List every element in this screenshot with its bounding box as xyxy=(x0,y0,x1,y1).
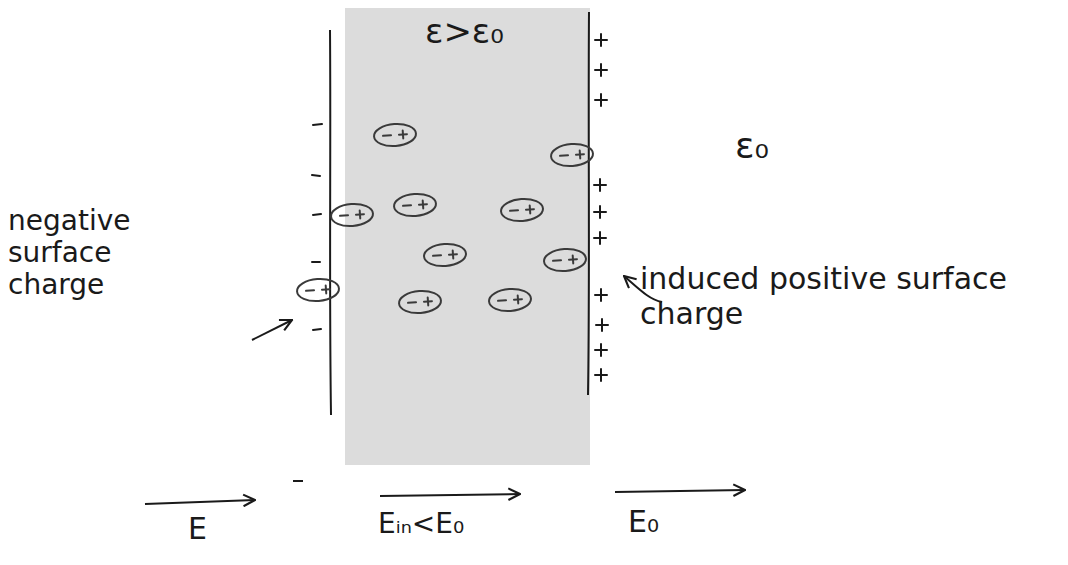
dielectric-region: ε>ε₀ xyxy=(345,8,590,465)
dipole xyxy=(330,203,373,228)
dipole xyxy=(488,288,531,313)
negative-charge-note: negative surface charge xyxy=(8,205,158,302)
dipole xyxy=(373,123,416,148)
outer-field-label: E₀ xyxy=(628,505,659,540)
permittivity-label: ε>ε₀ xyxy=(425,12,504,51)
dipole xyxy=(398,290,441,315)
right-surface xyxy=(588,12,589,395)
inner-field-label: Eᵢₙ<E₀ xyxy=(378,508,464,540)
field-label: E xyxy=(188,512,207,547)
dipole xyxy=(296,278,339,303)
positive-charges xyxy=(594,34,608,381)
dipoles xyxy=(296,123,593,315)
dipole xyxy=(423,243,466,268)
dipole xyxy=(550,143,593,168)
field-arrow xyxy=(145,500,255,504)
positive-charge-note: induced positive surface charge xyxy=(640,262,1040,331)
leader-line xyxy=(252,320,292,340)
field-arrow xyxy=(380,494,520,496)
small-mark xyxy=(293,480,303,482)
field-arrow xyxy=(615,490,745,492)
dipole xyxy=(393,193,436,218)
dielectric-slab xyxy=(345,8,590,465)
negative-charges xyxy=(312,124,322,330)
left-surface xyxy=(330,30,331,415)
dipole xyxy=(500,198,543,223)
vacuum-permittivity: ε₀ xyxy=(735,125,769,166)
dipole xyxy=(543,248,586,273)
